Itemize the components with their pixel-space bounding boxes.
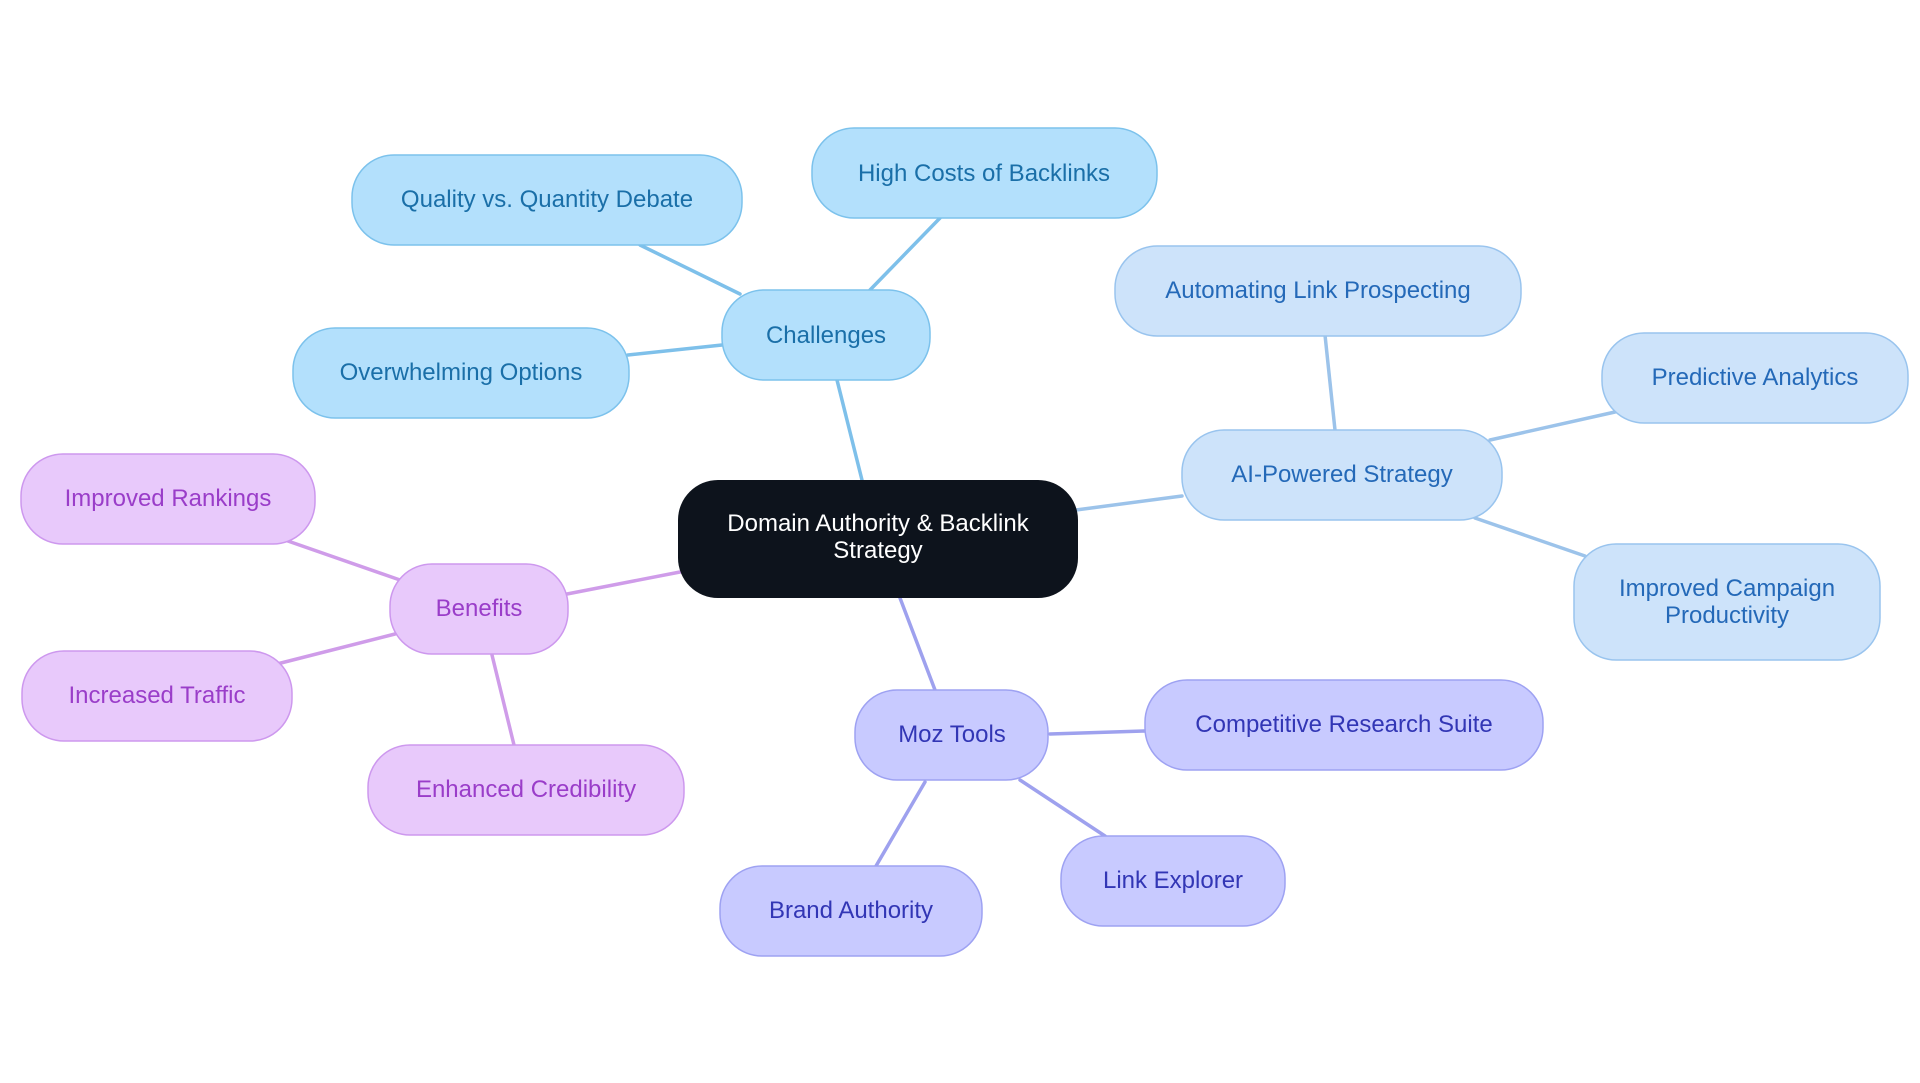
connector-challenges-overwhelming [626, 343, 724, 357]
connector-benefits-increased-traffic [275, 632, 397, 666]
node-moz-tools[interactable]: Moz Tools [854, 689, 1049, 781]
connector-challenges-high-costs [868, 216, 942, 292]
node-ai-label: AI-Powered Strategy [1231, 461, 1452, 488]
node-automating-link-prospecting[interactable]: Automating Link Prospecting [1114, 245, 1522, 337]
node-improved-rankings-label: Improved Rankings [65, 485, 272, 512]
node-link-explorer[interactable]: Link Explorer [1060, 835, 1286, 927]
root-node[interactable]: Domain Authority & Backlink Strategy [678, 480, 1078, 598]
node-challenges[interactable]: Challenges [721, 289, 931, 381]
node-benefits[interactable]: Benefits [389, 563, 569, 655]
connectors [275, 216, 1617, 868]
node-increased-traffic[interactable]: Increased Traffic [21, 650, 293, 742]
node-overwhelming-options[interactable]: Overwhelming Options [292, 327, 630, 419]
connector-ai-improved-campaign [1473, 516, 1587, 558]
root-label-line-2: Strategy [833, 537, 922, 564]
node-competitive-label: Competitive Research Suite [1195, 711, 1492, 738]
node-increased-traffic-label: Increased Traffic [69, 682, 246, 709]
connector-root-ai [1074, 494, 1184, 512]
node-brand-authority-label: Brand Authority [769, 897, 933, 924]
node-improved-campaign-productivity[interactable]: Improved Campaign Productivity [1573, 543, 1881, 661]
node-enhanced-credibility-label: Enhanced Credibility [416, 776, 636, 803]
node-moz-label: Moz Tools [898, 721, 1006, 748]
connector-moz-brand-authority [874, 780, 927, 868]
node-improved-rankings[interactable]: Improved Rankings [20, 453, 316, 545]
node-brand-authority[interactable]: Brand Authority [719, 865, 983, 957]
connector-root-benefits [565, 570, 682, 596]
connector-benefits-enhanced-credibility [490, 653, 516, 747]
node-benefits-label: Benefits [436, 595, 523, 622]
root-label-line-1: Domain Authority & Backlink [727, 510, 1029, 537]
root-node-box [678, 480, 1078, 598]
node-link-explorer-label: Link Explorer [1103, 867, 1243, 894]
connector-moz-competitive [1048, 729, 1147, 736]
connector-benefits-improved-rankings [283, 538, 402, 582]
node-automating-label: Automating Link Prospecting [1165, 277, 1471, 304]
node-overwhelming-label: Overwhelming Options [340, 359, 583, 386]
node-predictive-label: Predictive Analytics [1652, 364, 1859, 391]
node-predictive-analytics[interactable]: Predictive Analytics [1601, 332, 1909, 424]
connector-challenges-quality [638, 243, 742, 296]
node-improved-campaign-label-line-1: Improved Campaign [1619, 575, 1835, 602]
connector-moz-link-explorer [1018, 778, 1107, 838]
node-high-costs-of-backlinks[interactable]: High Costs of Backlinks [811, 127, 1158, 219]
node-ai-powered-strategy[interactable]: AI-Powered Strategy [1181, 429, 1503, 521]
connector-root-moz [898, 596, 937, 692]
node-high-costs-label: High Costs of Backlinks [858, 160, 1110, 187]
node-enhanced-credibility[interactable]: Enhanced Credibility [367, 744, 685, 836]
node-improved-campaign-label-line-2: Productivity [1665, 602, 1789, 629]
connector-root-challenges [835, 378, 864, 482]
node-competitive-research-suite[interactable]: Competitive Research Suite [1144, 679, 1544, 771]
connector-ai-predictive [1488, 410, 1617, 442]
connector-ai-automating [1323, 333, 1337, 432]
node-quality-vs-quantity-debate[interactable]: Quality vs. Quantity Debate [351, 154, 743, 246]
node-challenges-label: Challenges [766, 322, 886, 349]
node-quality-label: Quality vs. Quantity Debate [401, 186, 693, 213]
